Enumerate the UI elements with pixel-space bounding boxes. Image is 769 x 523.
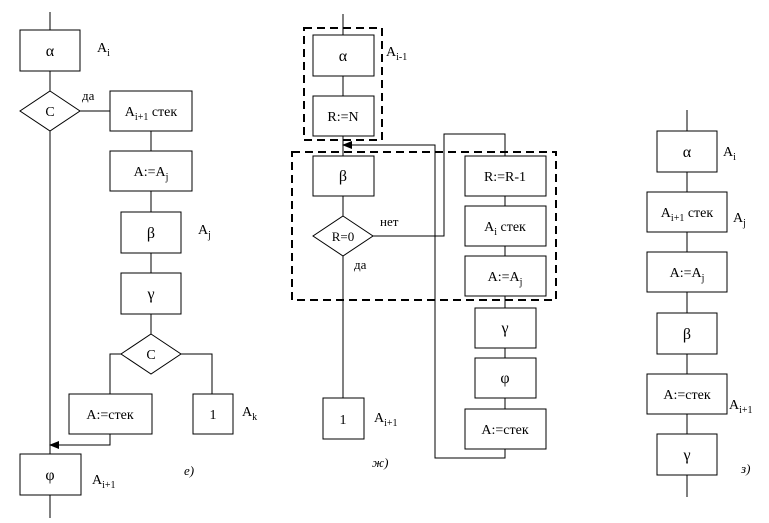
label-ai1: Ai+1 xyxy=(729,398,753,416)
loop-back-arrow xyxy=(342,141,506,459)
pop-label: A:=стек xyxy=(663,388,710,403)
beta-label: β xyxy=(147,225,155,242)
alpha-label: α xyxy=(46,43,55,60)
gamma-block xyxy=(474,307,537,349)
dashed-group-loop xyxy=(291,151,557,301)
label-ak: Ak xyxy=(242,405,257,423)
alpha-block xyxy=(656,130,718,173)
pop-label: A:=стек xyxy=(86,408,133,423)
diagram-z: α Ai Ai+1 стек Aj A:=Aj β A:=стек Ai+1 γ… xyxy=(646,110,753,497)
push-block xyxy=(646,191,728,233)
push-label: Ai стек xyxy=(484,220,526,238)
diagram-zh: α Ai-1 R:=N β R=0 нет да 1 Ai+1 R:=R-1 A… xyxy=(291,14,557,470)
assign-label: A:=Aj xyxy=(134,165,169,183)
label-ai: Ai xyxy=(97,41,110,59)
pop-block xyxy=(464,408,547,450)
alpha-block xyxy=(312,34,375,77)
condition-label: R=0 xyxy=(332,229,355,244)
label-aj: Aj xyxy=(733,211,746,229)
condition2-label: C xyxy=(146,348,155,363)
cond2-right-line xyxy=(181,353,213,394)
beta-block xyxy=(656,312,718,355)
alpha-label: α xyxy=(339,48,348,65)
yes-label: да xyxy=(354,257,367,272)
no-branch-line xyxy=(373,133,506,237)
alpha-label: α xyxy=(683,144,692,161)
one-block xyxy=(322,397,365,440)
gamma-label: γ xyxy=(500,320,508,337)
condition2-diamond xyxy=(120,333,182,375)
push-block xyxy=(109,90,193,132)
cond2-left-line xyxy=(109,353,121,394)
phi-block xyxy=(19,453,82,496)
rn-block xyxy=(312,95,375,137)
caption-z: з) xyxy=(740,461,750,476)
caption-zh: ж) xyxy=(372,455,388,470)
dec-block xyxy=(464,155,547,197)
pop-block xyxy=(68,393,153,435)
alpha-block xyxy=(19,29,81,72)
push-block xyxy=(464,205,547,247)
no-label: нет xyxy=(380,214,399,229)
caption-e: е) xyxy=(184,463,194,478)
label-ai: Ai xyxy=(723,145,736,163)
one-label: 1 xyxy=(340,413,347,428)
assign-block xyxy=(464,255,547,297)
beta-label: β xyxy=(339,168,347,185)
phi-block xyxy=(474,357,537,399)
assign-label: A:=Aj xyxy=(488,270,523,288)
beta-block xyxy=(120,211,182,254)
phi-label: φ xyxy=(45,467,54,484)
condition-diamond xyxy=(19,90,81,132)
one-block xyxy=(192,393,234,435)
condition-label: C xyxy=(45,105,54,120)
push-label: Ai+1 стек xyxy=(661,206,714,224)
gamma-block xyxy=(656,433,718,476)
assign-label: A:=Aj xyxy=(670,266,705,284)
assign-block xyxy=(646,251,728,293)
dec-label: R:=R-1 xyxy=(484,170,526,185)
label-ai-1: Ai-1 xyxy=(386,45,407,63)
label-aj: Aj xyxy=(198,223,211,241)
phi-label: φ xyxy=(500,370,509,387)
return-arrow xyxy=(49,434,111,449)
one-label: 1 xyxy=(210,408,217,423)
label-ai1: Ai+1 xyxy=(92,473,116,491)
yes-label: да xyxy=(82,88,95,103)
label-ai1: Ai+1 xyxy=(374,411,398,429)
diagram-e: α Ai C да Ai+1 стек A:=Aj β Aj γ C A:=ст… xyxy=(19,12,257,518)
pop-block xyxy=(646,373,728,415)
gamma-label: γ xyxy=(682,447,690,464)
assign-block xyxy=(109,150,193,192)
push-label: Ai+1 стек xyxy=(125,105,178,123)
beta-label: β xyxy=(683,326,691,343)
gamma-block xyxy=(120,272,182,315)
rn-label: R:=N xyxy=(327,110,358,125)
gamma-label: γ xyxy=(146,286,154,303)
pop-label: A:=стек xyxy=(481,423,528,438)
